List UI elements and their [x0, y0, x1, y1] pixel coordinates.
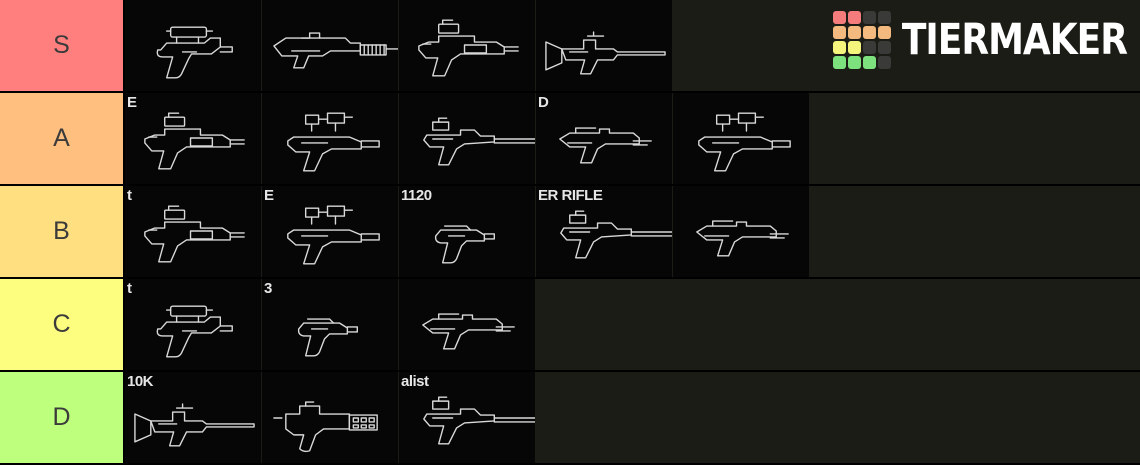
- tier-cells-b: t E 1120 ER RIFLE: [125, 186, 1140, 277]
- pistol-scope-icon: [156, 26, 233, 79]
- tier-label-c[interactable]: C: [0, 279, 125, 370]
- weapon-cell-blaster-rifle-cluster[interactable]: [399, 279, 535, 370]
- rifle-mid-icon: [422, 313, 515, 350]
- rifle-ribbed-icon: [273, 32, 398, 69]
- blaster-grid-icon: [273, 401, 378, 453]
- sniper-long-icon: [423, 117, 535, 166]
- weapon-cell-scoped-blaster-pistol[interactable]: [125, 0, 261, 91]
- weapon-name-fragment: t: [127, 280, 132, 297]
- logo-square-green: [847, 56, 861, 69]
- tiermaker-logo-text: TIERMAKER: [901, 15, 1128, 65]
- weapon-cell-flared-blaster-pistol[interactable]: 3: [262, 279, 398, 370]
- weapon-name-fragment: E: [127, 94, 137, 111]
- rifle-mid-icon: [559, 127, 652, 164]
- pistol-scope-icon: [156, 305, 233, 358]
- weapon-cell-scoped-blaster-rifle[interactable]: E: [262, 186, 398, 277]
- weapon-cell-blaster-with-vent-grid[interactable]: [262, 372, 398, 463]
- logo-square-orange: [847, 26, 861, 39]
- tier-row-s: S: [0, 0, 1140, 93]
- weapon-cell-long-barrel-sniper-blaster[interactable]: [399, 93, 535, 184]
- logo-square-orange: [832, 26, 846, 39]
- tier-label-s[interactable]: S: [0, 0, 125, 91]
- rifle-heavy-icon: [144, 112, 245, 170]
- logo-square-red: [847, 11, 861, 24]
- weapon-cell-long-barrel-blaster-rifle[interactable]: [536, 0, 672, 91]
- logo-square-green: [832, 56, 846, 69]
- sniper-long-icon: [560, 210, 672, 259]
- weapon-cell-scoped-rifle-with-sling[interactable]: [673, 186, 809, 277]
- rifle-heavy-icon: [418, 19, 519, 77]
- weapon-cell-slim-blaster-rifle[interactable]: ER RIFLE: [536, 186, 672, 277]
- pistol-small-icon: [434, 225, 495, 264]
- logo-square-red: [832, 11, 846, 24]
- logo-square-dark: [862, 11, 876, 24]
- carbine-scope-icon: [287, 205, 380, 265]
- rifle-heavy-icon: [144, 205, 245, 263]
- logo-square-dark: [862, 41, 876, 54]
- logo-square-dark: [877, 11, 891, 24]
- weapon-cell-scoped-blaster-carbine[interactable]: [673, 93, 809, 184]
- logo-square-dark: [877, 41, 891, 54]
- tier-label-d[interactable]: D: [0, 372, 125, 463]
- weapon-cell-heavy-blaster-rifle[interactable]: [399, 0, 535, 91]
- weapon-name-fragment: alist: [401, 373, 429, 390]
- weapon-name-fragment: 1120: [401, 187, 432, 204]
- tier-cells-d: 10K alist: [125, 372, 1140, 463]
- weapon-cell-chunky-blaster-carbine[interactable]: t: [125, 186, 261, 277]
- weapon-cell-heavy-blaster-carbine[interactable]: E: [125, 93, 261, 184]
- weapon-cell-compact-scoped-blaster[interactable]: [262, 93, 398, 184]
- weapon-cell-blaster-rifle-ribbed-barrel[interactable]: [262, 0, 398, 91]
- carbine-scope-icon: [698, 112, 791, 172]
- logo-square-orange: [877, 26, 891, 39]
- weapon-name-fragment: 3: [264, 280, 272, 297]
- weapon-cell-scoped-vented-blaster-pistol[interactable]: t: [125, 279, 261, 370]
- sniper-long-icon: [423, 396, 535, 445]
- carbine-scope-icon: [287, 112, 380, 172]
- logo-square-orange: [862, 26, 876, 39]
- rifle-stock-icon: [134, 403, 255, 447]
- weapon-cell-compact-blaster-pistol[interactable]: 1120: [399, 186, 535, 277]
- weapon-name-fragment: t: [127, 187, 132, 204]
- weapon-name-fragment: 10K: [127, 373, 154, 390]
- tiermaker-grid-icon: [832, 11, 891, 69]
- rifle-stock-icon: [545, 31, 666, 75]
- logo-square-yellow: [832, 41, 846, 54]
- weapon-name-fragment: E: [264, 187, 274, 204]
- tier-label-b[interactable]: B: [0, 186, 125, 277]
- rifle-mid-icon: [696, 220, 789, 257]
- weapon-name-fragment: ER RIFLE: [538, 187, 603, 204]
- logo-square-dark: [877, 56, 891, 69]
- logo-square-yellow: [847, 41, 861, 54]
- weapon-cell-blaster-rifle[interactable]: D: [536, 93, 672, 184]
- tiermaker-logo[interactable]: TIERMAKER: [832, 11, 1128, 69]
- weapon-cell-stocked-long-rifle[interactable]: 10K: [125, 372, 261, 463]
- logo-square-green: [862, 56, 876, 69]
- pistol-small-icon: [297, 318, 358, 357]
- tier-label-a[interactable]: A: [0, 93, 125, 184]
- tier-cells-s: [125, 0, 1140, 91]
- weapon-cell-slim-sniper-rifle[interactable]: alist: [399, 372, 535, 463]
- weapon-name-fragment: D: [538, 94, 549, 111]
